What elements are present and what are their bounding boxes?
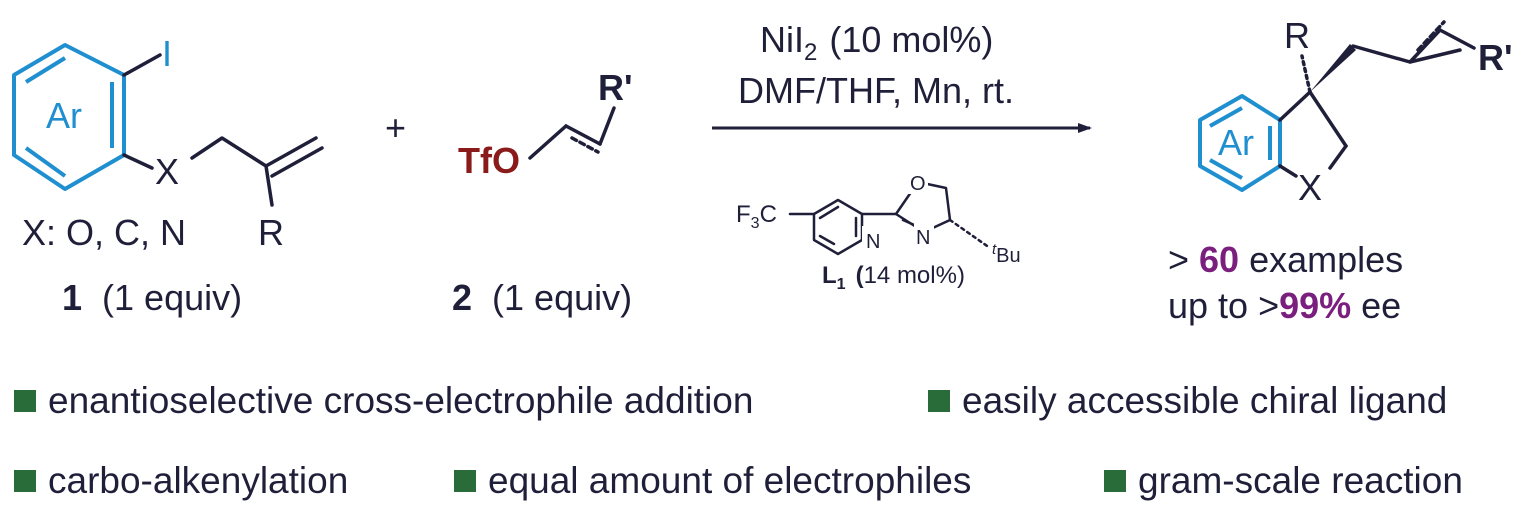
feature-item: gram-scale reaction bbox=[1104, 460, 1463, 502]
linker-x-label: X bbox=[155, 151, 179, 192]
feature-item: enantioselective cross-electrophile addi… bbox=[14, 380, 753, 422]
feature-item: equal amount of electrophiles bbox=[454, 460, 971, 502]
oxazoline-o-label: O bbox=[910, 173, 926, 195]
square-bullet-icon bbox=[928, 390, 950, 412]
x-options-label: X: O, C, N bbox=[22, 212, 186, 253]
feature-text: equal amount of electrophiles bbox=[488, 460, 972, 501]
reaction-conditions: NiI2(10 mol%) DMF/THF, Mn, rt. bbox=[712, 19, 1092, 133]
compound-2-label: 2 (1 equiv) bbox=[452, 277, 632, 318]
feature-item: carbo-alkenylation bbox=[14, 460, 348, 502]
square-bullet-icon bbox=[1104, 470, 1126, 492]
product-r-prime-label: R' bbox=[1478, 37, 1513, 78]
catalyst-label: NiI2(10 mol%) bbox=[760, 19, 993, 66]
substituent-r-prime-label: R' bbox=[598, 67, 633, 108]
plus-sign: + bbox=[385, 107, 406, 148]
product-aryl-label: Ar bbox=[1218, 122, 1254, 163]
feature-text: enantioselective cross-electrophile addi… bbox=[48, 380, 754, 421]
compound-2-number: 2 bbox=[452, 277, 472, 318]
aryl-ring-label: Ar bbox=[46, 95, 82, 136]
solvent-reductant-label: DMF/THF, Mn, rt. bbox=[738, 70, 1014, 111]
square-bullet-icon bbox=[14, 470, 36, 492]
compound-2-equiv: (1 equiv) bbox=[492, 277, 632, 318]
iodo-label: I bbox=[162, 33, 172, 74]
product: Ar X R R' > 60 examples up to >99% ee bbox=[1168, 15, 1513, 326]
tbu-label: tBu bbox=[992, 241, 1021, 267]
product-linker-x: X bbox=[1298, 167, 1322, 208]
examples-count-label: > 60 examples bbox=[1168, 239, 1403, 280]
triflate-label: TfO bbox=[458, 140, 520, 181]
square-bullet-icon bbox=[14, 390, 36, 412]
ligand-l1: F3C N O N tBu L1(14 mol%) bbox=[736, 168, 1021, 293]
product-r-label: R bbox=[1284, 15, 1310, 56]
compound-1-label: 1 (1 equiv) bbox=[62, 277, 242, 318]
cf3-label: F3C bbox=[736, 201, 777, 232]
wedge-bond bbox=[1310, 44, 1356, 92]
feature-text: carbo-alkenylation bbox=[48, 460, 349, 501]
oxazoline-n-label: N bbox=[916, 227, 930, 249]
reactant-2: TfO R' 2 (1 equiv) bbox=[452, 67, 633, 318]
feature-text: gram-scale reaction bbox=[1138, 460, 1463, 501]
ee-label: up to >99% ee bbox=[1168, 285, 1401, 326]
substituent-r-label: R bbox=[258, 212, 284, 253]
compound-1-number: 1 bbox=[62, 277, 82, 318]
feature-text: easily accessible chiral ligand bbox=[962, 380, 1448, 421]
reactant-1: Ar I X R X: O, C, N 1 (1 equiv) bbox=[12, 33, 324, 318]
square-bullet-icon bbox=[454, 470, 476, 492]
ligand-name-label: L1(14 mol%) bbox=[822, 262, 965, 293]
pyridine-n-label: N bbox=[866, 231, 880, 253]
feature-item: easily accessible chiral ligand bbox=[928, 380, 1447, 422]
compound-1-equiv: (1 equiv) bbox=[102, 277, 242, 318]
